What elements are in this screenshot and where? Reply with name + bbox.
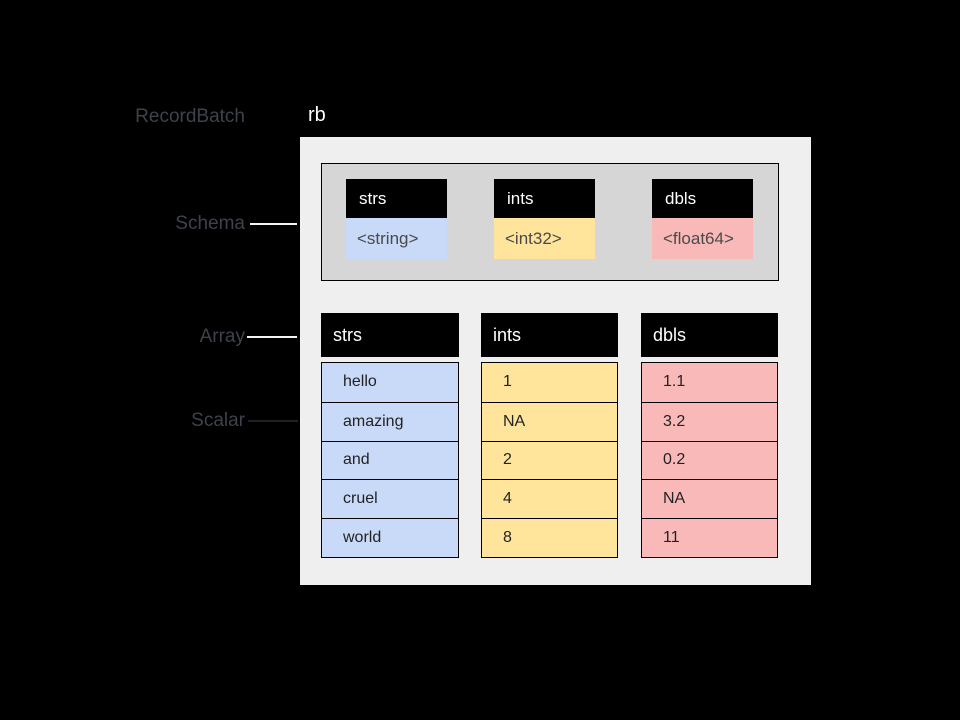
array-cell: 11 [642,518,777,557]
schema-arrow-line [250,223,297,225]
array-table-dbls: dbls 1.1 3.2 0.2 NA 11 [641,313,778,558]
schema-field-name: dbls [652,179,753,218]
array-cell: 3.2 [642,401,777,441]
schema-field-type: <string> [346,218,447,259]
array-cell: 1 [482,363,617,402]
array-cell: 1.1 [642,363,777,402]
array-cell: cruel [322,479,458,519]
array-cell: 0.2 [642,440,777,480]
array-cell: 4 [482,479,617,519]
schema-label: Schema [175,213,245,234]
array-cells: 1 NA 2 4 8 [481,362,618,558]
scalar-arrow-line [248,420,298,422]
array-cell: NA [642,479,777,519]
recordbatch-panel: strs <string> ints <int32> dbls <float64… [300,137,811,585]
array-header: dbls [641,313,778,357]
array-cell: amazing [322,401,458,441]
array-table-ints: ints 1 NA 2 4 8 [481,313,618,558]
schema-field-type: <int32> [494,218,595,259]
array-cell: 2 [482,440,617,480]
schema-field-ints: ints <int32> [494,179,595,259]
array-cell: and [322,440,458,480]
array-table-strs: strs hello amazing and cruel world [321,313,459,558]
array-cell: 8 [482,518,617,557]
schema-field-name: ints [494,179,595,218]
schema-field-strs: strs <string> [346,179,447,259]
instance-label: rb [308,104,326,126]
array-label: Array [199,326,245,347]
schema-field-dbls: dbls <float64> [652,179,753,259]
array-cell: hello [322,363,458,402]
schema-field-name: strs [346,179,447,218]
array-header: ints [481,313,618,357]
array-cell: world [322,518,458,557]
array-cell: NA [482,401,617,441]
array-cells: 1.1 3.2 0.2 NA 11 [641,362,778,558]
recordbatch-label: RecordBatch [135,106,245,127]
array-header: strs [321,313,459,357]
array-cells: hello amazing and cruel world [321,362,459,558]
array-arrow-line [247,336,297,338]
schema-field-type: <float64> [652,218,753,259]
schema-panel: strs <string> ints <int32> dbls <float64… [321,163,779,281]
scalar-label: Scalar [191,410,245,431]
